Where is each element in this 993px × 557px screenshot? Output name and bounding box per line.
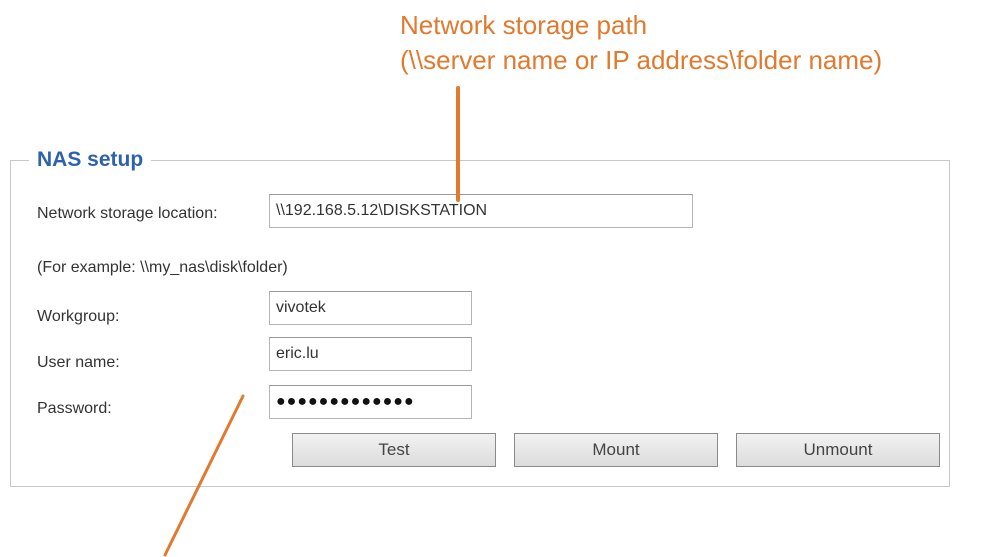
mount-button[interactable]: Mount: [514, 433, 718, 467]
example-hint: (For example: \\my_nas\disk\folder): [37, 259, 288, 276]
password-masked-value: ●●●●●●●●●●●●●: [276, 393, 415, 410]
password-input[interactable]: ●●●●●●●●●●●●●: [269, 385, 472, 419]
user-name-label: User name:: [37, 354, 120, 371]
nas-setup-group: NAS setup Network storage location: \\19…: [10, 147, 950, 487]
network-storage-location-label: Network storage location:: [37, 205, 218, 222]
workgroup-input[interactable]: vivotek: [269, 291, 472, 325]
nas-setup-legend: NAS setup: [29, 147, 152, 173]
password-label: Password:: [37, 400, 112, 417]
annotation-title: Network storage path: [400, 10, 648, 40]
user-name-input[interactable]: eric.lu: [269, 337, 472, 371]
annotation-subtitle: (\\server name or IP address\folder name…: [400, 45, 883, 75]
unmount-button[interactable]: Unmount: [736, 433, 940, 467]
network-storage-location-input[interactable]: \\192.168.5.12\DISKSTATION: [269, 194, 693, 228]
test-button[interactable]: Test: [292, 433, 496, 467]
workgroup-label: Workgroup:: [37, 308, 120, 325]
